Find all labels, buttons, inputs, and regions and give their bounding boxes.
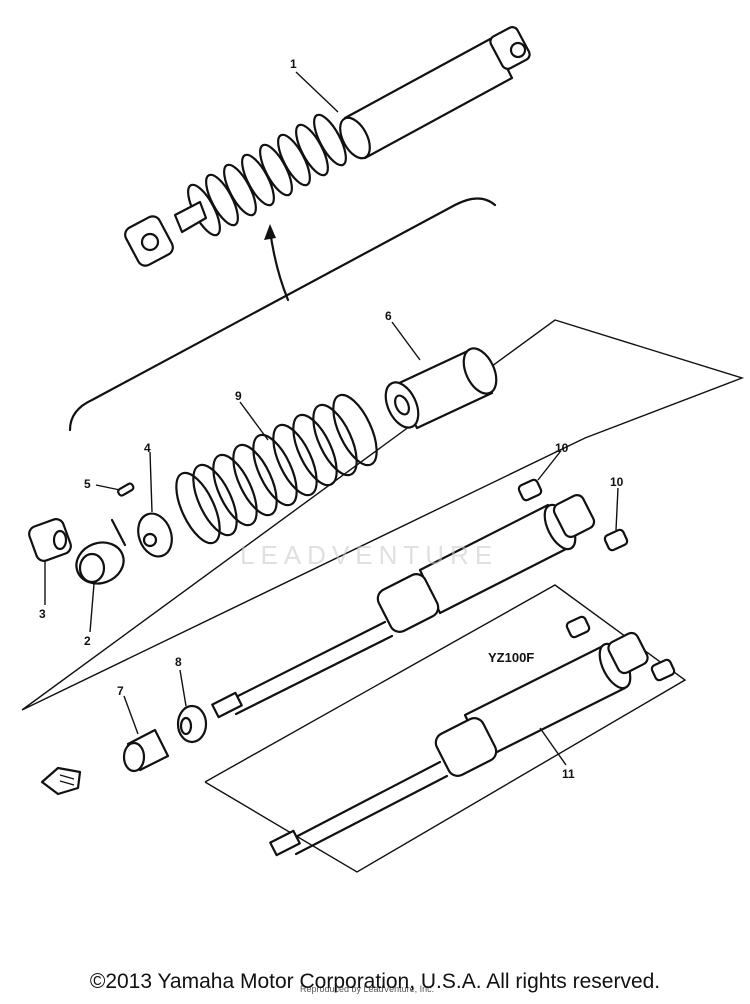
pin bbox=[117, 482, 135, 497]
collar-yz-upper bbox=[565, 615, 591, 639]
washer bbox=[176, 704, 208, 744]
callout-2: 2 bbox=[84, 634, 91, 648]
bump-stop bbox=[122, 728, 170, 773]
adjuster bbox=[75, 518, 127, 585]
spring bbox=[175, 393, 378, 545]
bushing bbox=[28, 518, 72, 562]
copyright-notice: ©2013 Yamaha Motor Corporation, U.S.A. A… bbox=[89, 970, 661, 993]
spring-seat bbox=[137, 512, 173, 558]
assembly-arrow bbox=[268, 228, 290, 302]
group-outline-lower bbox=[204, 584, 687, 873]
damper-unit bbox=[211, 494, 596, 719]
collar-upper-left bbox=[517, 478, 543, 502]
callout-9: 9 bbox=[235, 389, 242, 403]
callout-5: 5 bbox=[84, 477, 91, 491]
callout-7: 7 bbox=[117, 684, 124, 698]
collar-upper-right bbox=[603, 528, 629, 552]
shock-absorber-assembly bbox=[124, 26, 531, 267]
callout-6: 6 bbox=[385, 309, 392, 323]
callout-10-upper: 10 bbox=[555, 441, 569, 455]
callout-3: 3 bbox=[39, 607, 46, 621]
assembly-bracket bbox=[68, 197, 497, 432]
callout-10-lower: 10 bbox=[610, 475, 624, 489]
damper-unit-yz100f bbox=[269, 631, 649, 857]
cylinder-cover bbox=[384, 347, 498, 430]
callout-8: 8 bbox=[175, 655, 182, 669]
callout-11: 11 bbox=[562, 767, 575, 781]
callout-4: 4 bbox=[144, 441, 151, 455]
collar-yz-lower bbox=[650, 658, 676, 682]
reproduction-note: Reproduced by LeadVenture, Inc. bbox=[300, 984, 435, 994]
callout-leaders bbox=[44, 71, 619, 766]
front-arrow-icon bbox=[40, 766, 82, 796]
watermark: LEADVENTURE bbox=[240, 540, 499, 570]
model-label: YZ100F bbox=[488, 650, 534, 665]
callout-1: 1 bbox=[290, 57, 297, 71]
